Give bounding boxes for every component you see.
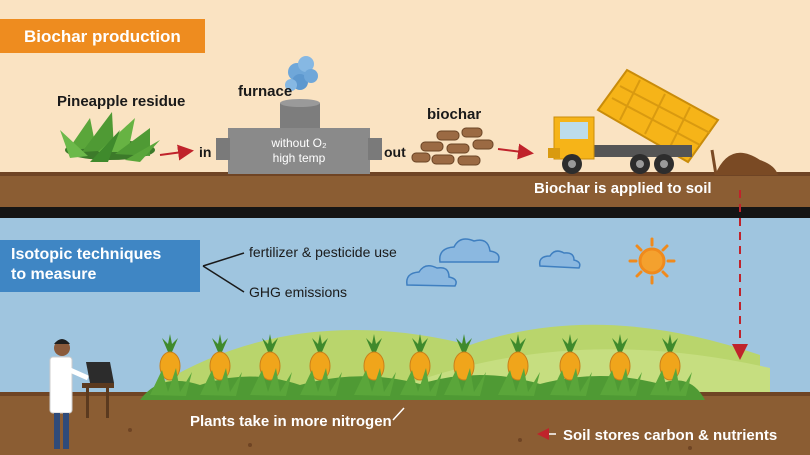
section-divider [0, 207, 810, 218]
pineapple-plant-icon [250, 334, 292, 396]
production-banner-bg [0, 19, 205, 53]
pineapple-plant-icon [354, 334, 396, 396]
pineapple-plant-icon [600, 334, 642, 396]
production-soil [0, 172, 810, 208]
production-banner-title: Biochar production [24, 27, 181, 46]
pineapple-plant-icon [200, 334, 242, 396]
soil-carbon-label: Soil stores carbon & nutrients [563, 427, 778, 444]
pineapple-field [140, 334, 705, 400]
pineapple-plant-icon [444, 334, 486, 396]
biochar-applied-label: Biochar is applied to soil [534, 180, 712, 197]
measurement-banner-line1: Isotopic techniques [11, 246, 162, 263]
biochar-pile-icon [710, 149, 778, 176]
cloud-icon [538, 250, 581, 269]
furnace-icon [216, 99, 382, 174]
pineapple-plant-icon [650, 334, 692, 396]
plants-pointer [392, 407, 405, 421]
field-soil [0, 392, 810, 455]
furnace-condition-oxygen: without O₂ [271, 136, 327, 150]
furnace-label: furnace [238, 83, 293, 100]
pineapple-plant-icon [550, 334, 592, 396]
cloud-icon [406, 265, 457, 287]
pineapple-plant-icon [150, 334, 192, 396]
pineapple-residue-icon [60, 112, 160, 162]
biochar-label: biochar [427, 106, 482, 123]
pineapple-plant-icon [300, 334, 342, 396]
pineapple-plant-icon [400, 334, 442, 396]
arrow-to-truck [497, 143, 534, 160]
in-label: in [199, 144, 212, 160]
measure-item-ghg: GHG emissions [249, 284, 348, 300]
smoke-icon [285, 56, 318, 91]
measure-item-fertilizer: fertilizer & pesticide use [249, 244, 397, 260]
pineapple-plant-icon [498, 334, 540, 396]
out-label: out [384, 144, 406, 160]
measurement-banner-line2: to measure [11, 266, 97, 283]
sun-icon [628, 237, 676, 285]
cloud-icon [439, 238, 500, 263]
biochar-briquettes-icon [411, 127, 494, 166]
bracket-lines [202, 252, 245, 293]
arrow-to-furnace [159, 144, 194, 161]
measurement-banner-bg [0, 240, 200, 292]
dump-truck-icon [548, 68, 720, 174]
furnace-condition-temp: high temp [272, 151, 326, 165]
pineapple-residue-label: Pineapple residue [57, 93, 186, 110]
plants-nitrogen-label: Plants take in more nitrogen [190, 413, 392, 430]
laptop-icon [82, 362, 114, 418]
scientist-icon [49, 339, 90, 449]
